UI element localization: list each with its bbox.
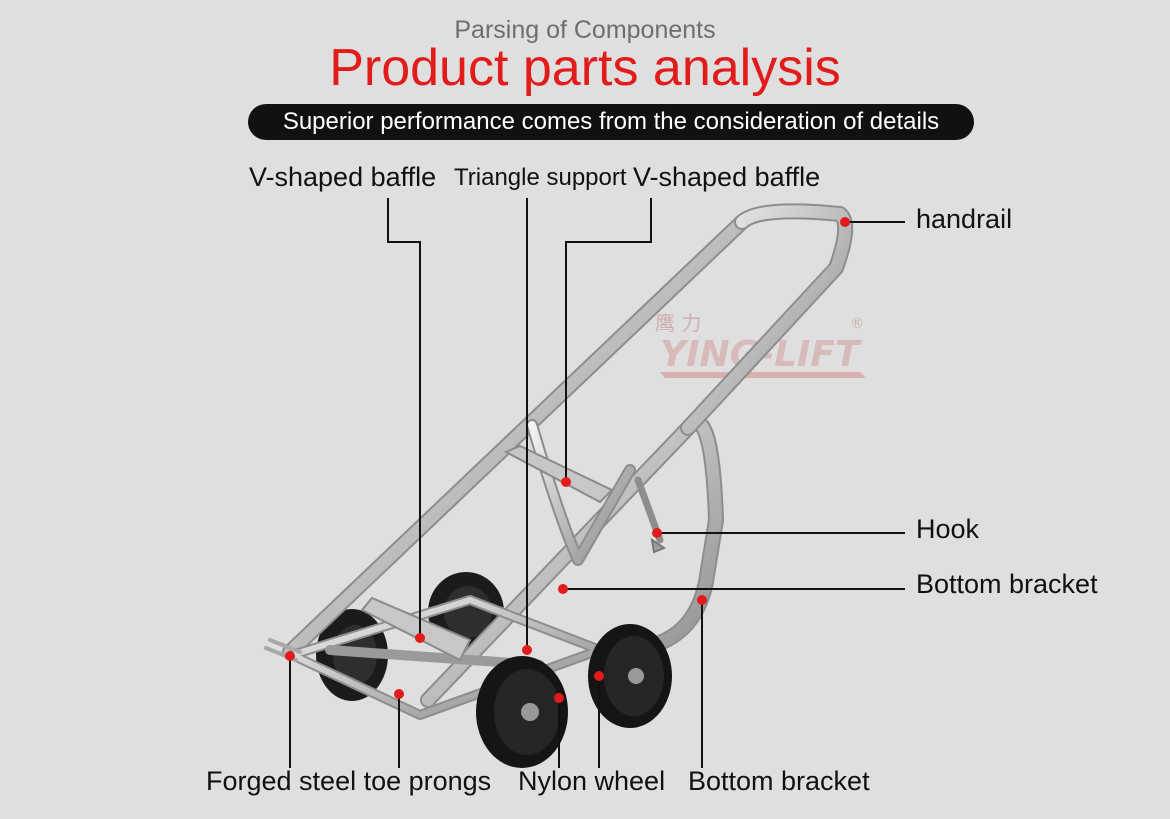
watermark-registered: ® [850,316,864,332]
dot-nylon-wheel-right [594,671,604,681]
label-bottom-bracket-bottom: Bottom bracket [688,766,870,796]
label-nylon-wheel: Nylon wheel [518,766,666,796]
dot-toe-prongs [285,651,295,661]
label-handrail: handrail [916,204,1013,234]
subtitle: Parsing of Components [454,16,716,44]
dot-bottom-bracket-bottom [697,595,707,605]
leader-v-baffle-left [387,198,421,638]
front-wheel-left [476,656,568,768]
watermark-chinese: 鹰 力 [655,311,701,335]
front-wheel-right [588,624,672,728]
dot-hook [652,528,662,538]
label-triangle-support: Triangle support [454,164,627,191]
dot-base [394,689,404,699]
marker-dots [285,217,850,703]
dot-bottom-bracket-right [558,584,568,594]
label-toe-prongs: Forged steel toe prongs [206,766,492,796]
dot-v-baffle-left [415,633,425,643]
dot-v-baffle-right [561,477,571,487]
dot-triangle-support [522,645,532,655]
label-bottom-bracket-right: Bottom bracket [916,569,1098,599]
label-hook: Hook [916,514,980,544]
dot-handrail [840,217,850,227]
tagline-pill: Superior performance comes from the cons… [248,104,974,140]
label-v-baffle-left: V-shaped baffle [249,162,437,192]
page-title: Product parts analysis [329,39,841,97]
leader-lines [289,198,905,768]
leader-v-baffle-right [565,198,652,482]
label-v-baffle-right: V-shaped baffle [633,162,821,192]
dot-nylon-wheel-left [554,693,564,703]
